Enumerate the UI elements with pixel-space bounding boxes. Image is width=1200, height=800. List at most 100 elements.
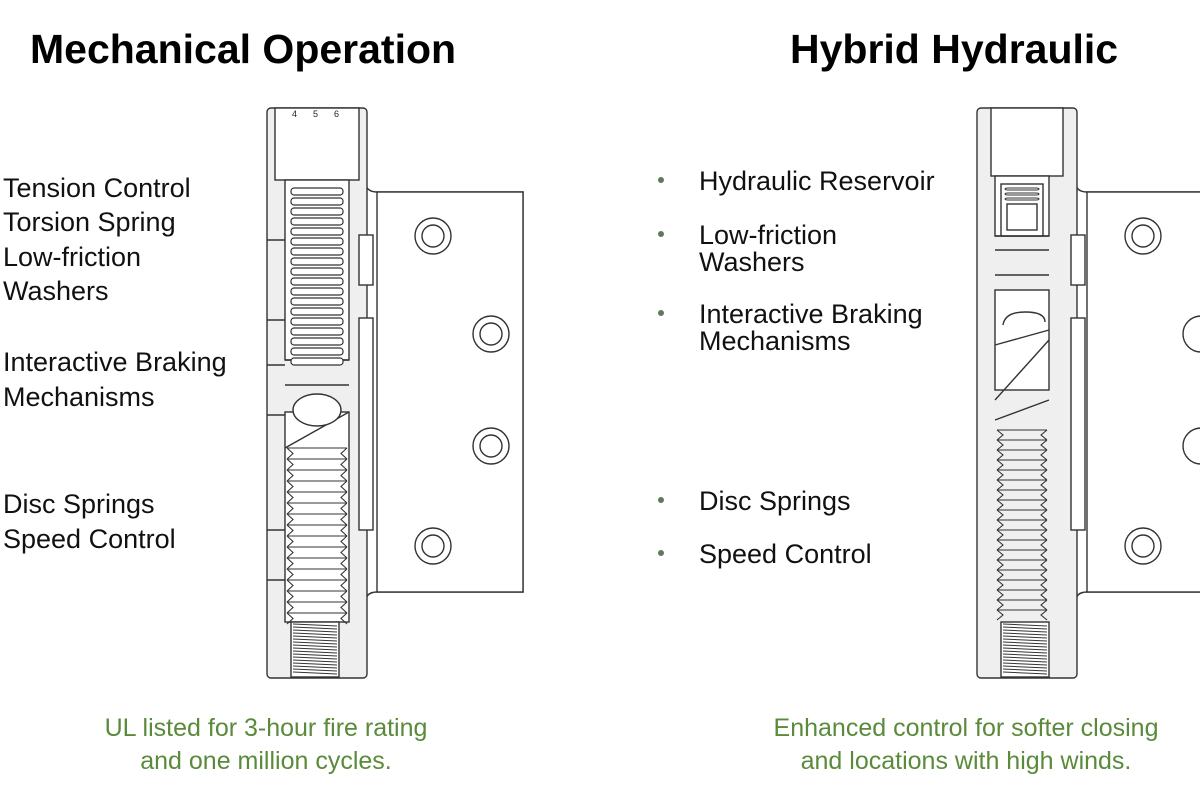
disc-spring: [286, 491, 348, 504]
thread-line: [292, 662, 338, 666]
braking-cam: [292, 393, 342, 427]
spring-coil: [290, 227, 344, 236]
disc-spring: [996, 569, 1048, 581]
spring-coil: [1004, 192, 1040, 196]
disc-spring: [286, 480, 348, 493]
thread-line: [292, 668, 338, 672]
disc-spring: [996, 539, 1048, 551]
thread-line: [292, 665, 338, 669]
thread-line: [1002, 623, 1048, 627]
dial-mark: 5: [313, 109, 318, 119]
spring-coil: [290, 287, 344, 296]
thread-line: [292, 647, 338, 651]
thread-line: [292, 623, 338, 627]
hybrid-hydraulic-title: Hybrid Hydraulic: [790, 26, 1119, 72]
thread-line: [292, 656, 338, 660]
thread-line: [1002, 656, 1048, 660]
disc-spring: [286, 579, 348, 592]
disc-spring: [996, 559, 1048, 571]
thread-line: [1002, 668, 1048, 672]
thread-line: [1002, 671, 1048, 675]
thread-line: [292, 629, 338, 633]
thread-line: [1002, 644, 1048, 648]
disc-spring: [286, 447, 348, 460]
label-speed-control: Speed Control: [3, 524, 176, 554]
spring-coil: [290, 257, 344, 266]
hydraulic-hinge-diagram: [976, 107, 1200, 679]
disc-spring: [996, 439, 1048, 451]
caption-line-1: UL listed for 3-hour fire rating: [104, 714, 428, 742]
spring-coil: [290, 307, 344, 316]
bullet-icon: [658, 310, 664, 316]
disc-spring: [286, 568, 348, 581]
disc-spring: [286, 469, 348, 482]
mechanical-operation-title: Mechanical Operation: [30, 26, 457, 72]
spring-coil: [290, 197, 344, 206]
label-tension-control: Tension Control: [3, 173, 191, 203]
bullet-text: Mechanisms: [699, 326, 851, 356]
disc-spring: [996, 519, 1048, 531]
disc-spring: [996, 579, 1048, 591]
disc-spring: [996, 529, 1048, 541]
disc-spring: [286, 524, 348, 537]
disc-spring: [286, 458, 348, 471]
thread-line: [1002, 653, 1048, 657]
spring-coil: [290, 347, 344, 356]
disc-spring: [996, 469, 1048, 481]
disc-spring: [286, 601, 348, 614]
thread-line: [1002, 638, 1048, 642]
spring-coil: [290, 317, 344, 326]
thread-line: [292, 644, 338, 648]
bullet-icon: [658, 177, 664, 183]
disc-spring: [996, 499, 1048, 511]
spring-coil: [290, 217, 344, 226]
disc-spring: [286, 502, 348, 515]
bullet-icon: [658, 550, 664, 556]
label-low-friction: Low-friction: [3, 242, 142, 272]
thread-line: [292, 638, 338, 642]
dial-mark: 4: [292, 109, 297, 119]
disc-spring: [286, 557, 348, 570]
bullet-text: Low-friction: [699, 220, 838, 250]
thread-line: [292, 632, 338, 636]
thread-line: [292, 635, 338, 639]
spring-coil: [290, 187, 344, 196]
thread-line: [292, 626, 338, 630]
dial-mark: 6: [334, 109, 339, 119]
spring-coil: [290, 207, 344, 216]
spring-coil: [290, 337, 344, 346]
spring-coil: [290, 237, 344, 246]
thread-line: [292, 659, 338, 663]
label-washers: Washers: [3, 276, 109, 306]
bullet-text: Hydraulic Reservoir: [699, 166, 935, 196]
disc-spring: [996, 449, 1048, 461]
thread-line: [1002, 665, 1048, 669]
caption-line-2: and one million cycles.: [140, 747, 392, 775]
mechanical-hinge-diagram: 4 5 6: [266, 107, 524, 679]
caption-line-1: Enhanced control for softer closing: [773, 714, 1159, 742]
bullet-text: Interactive Braking: [699, 299, 923, 329]
caption-line-2: and locations with high winds.: [800, 747, 1132, 775]
disc-spring: [286, 546, 348, 559]
disc-spring: [996, 589, 1048, 601]
thread-line: [1002, 626, 1048, 630]
spring-coil: [290, 267, 344, 276]
spring-coil: [290, 297, 344, 306]
thread-line: [1002, 662, 1048, 666]
disc-spring: [996, 429, 1048, 441]
disc-spring: [996, 599, 1048, 611]
thread-line: [1002, 635, 1048, 639]
disc-spring: [996, 509, 1048, 521]
thread-line: [292, 641, 338, 645]
thread-line: [1002, 647, 1048, 651]
label-interactive-braking: Interactive Braking: [3, 347, 227, 377]
bullet-icon: [658, 497, 664, 503]
label-disc-springs: Disc Springs: [3, 489, 155, 519]
spring-coil: [1004, 197, 1040, 201]
thread-line: [1002, 629, 1048, 633]
disc-spring: [286, 612, 348, 625]
spring-coil: [290, 247, 344, 256]
spring-coil: [290, 357, 344, 366]
disc-spring: [996, 459, 1048, 471]
thread-line: [292, 650, 338, 654]
